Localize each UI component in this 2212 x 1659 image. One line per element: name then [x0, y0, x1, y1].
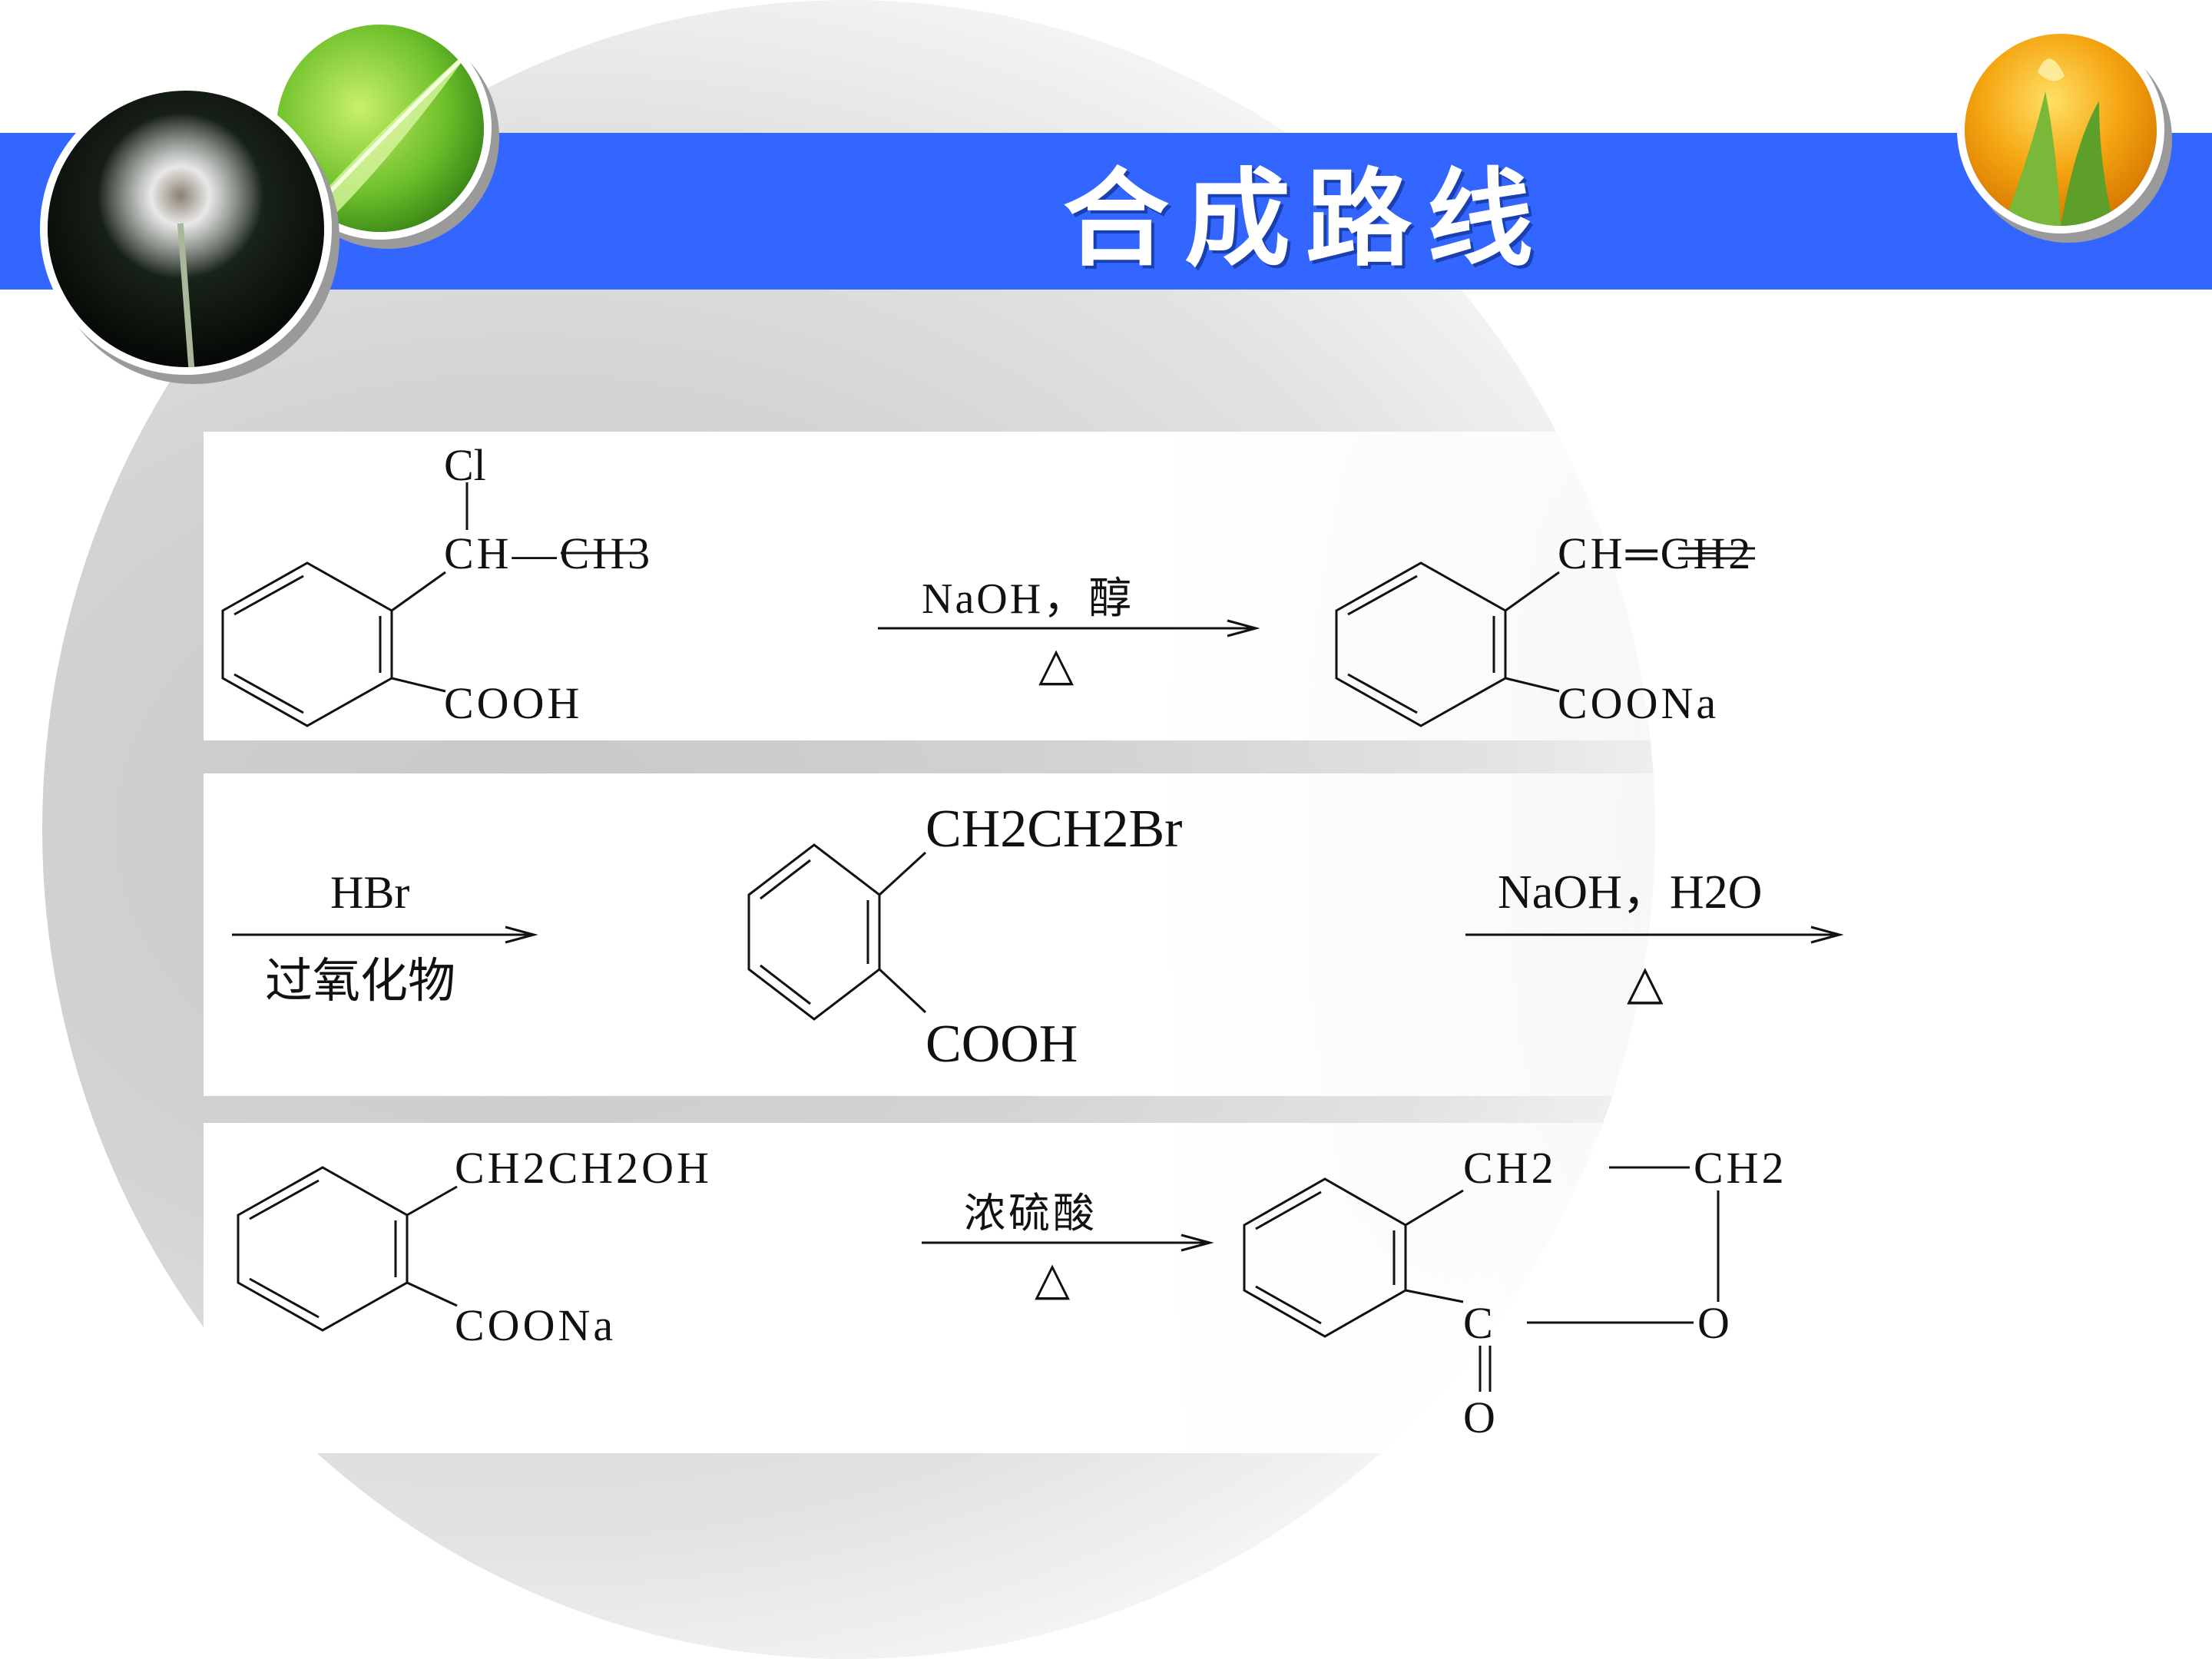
step3-product-benzene-ring [1243, 1177, 1407, 1338]
step1-product-coona-label: COONa [1558, 678, 1719, 728]
step3-reactant-chain-label: CH2CH2OH [455, 1143, 712, 1193]
step3-product-carbonyl-c-label: C [1463, 1298, 1493, 1348]
step1-product-bond-coona [1505, 677, 1560, 693]
step3-reactant-bond-coona [406, 1281, 458, 1307]
step2-product-cooh-label: COOH [926, 1015, 1078, 1074]
step2-next-conditions-below: △ [1627, 957, 1664, 1009]
step1-reactant-cl-label: Cl [444, 440, 486, 490]
step3-product-ch2-left-label: CH2 [1463, 1143, 1557, 1193]
dandelion-photo [40, 83, 332, 375]
step2-next-conditions-above: NaOH，H2O [1498, 866, 1762, 919]
step1-reactant-benzene-ring [221, 561, 393, 727]
step2-conditions-below: 过氧化物 [265, 955, 455, 1008]
slide-title: 合成路线 [1062, 156, 1548, 281]
step1-reactant-chain-label: CH—CH3 [444, 528, 653, 578]
step2-product-bond-chain [878, 851, 927, 896]
step1-reactant-bond-cooh [391, 677, 446, 693]
step2-next-arrow [1465, 926, 1844, 944]
step2-conditions-above: HBr [330, 867, 409, 918]
step1-product-benzene-ring [1335, 561, 1507, 727]
step3-product-bond-ch2 [1405, 1189, 1464, 1227]
step3-conditions-below: △ [1035, 1253, 1070, 1304]
step1-reactant-bond-chain [391, 571, 446, 612]
step3-product-ring-o-label: O [1697, 1298, 1730, 1348]
step3-reactant-coona-label: COONa [455, 1300, 616, 1350]
step3-reactant-benzene-ring [237, 1166, 409, 1332]
step3-conditions-above: 浓硫酸 [964, 1190, 1098, 1237]
step3-product-bond-c [1405, 1289, 1464, 1303]
tulip-image [1965, 34, 2157, 226]
step2-product-chain-label: CH2CH2Br [926, 800, 1182, 859]
step3-product-ch2-right-label: CH2 [1694, 1143, 1787, 1193]
step2-arrow [232, 926, 538, 944]
step1-conditions-below: △ [1038, 639, 1074, 690]
step3-reactant-bond-chain [406, 1185, 458, 1217]
reaction-panel-3 [204, 1123, 1932, 1453]
tulip-photo [1957, 26, 2164, 233]
step1-reactant-cooh-label: COOH [444, 678, 582, 728]
step3-product-carbonyl-o-label: O [1463, 1392, 1495, 1442]
step1-product-bond-chain [1505, 571, 1560, 612]
reaction-panel-1 [204, 432, 1932, 740]
step2-product-bond-cooh [878, 968, 927, 1014]
dandelion-image [48, 91, 324, 367]
step2-product-benzene-ring [747, 843, 881, 1021]
step1-conditions-above: NaOH，醇 [922, 575, 1134, 623]
step3-arrow [922, 1233, 1214, 1252]
step1-arrow [878, 619, 1260, 637]
step1-product-chain-label: CH═CH2 [1558, 528, 1753, 578]
